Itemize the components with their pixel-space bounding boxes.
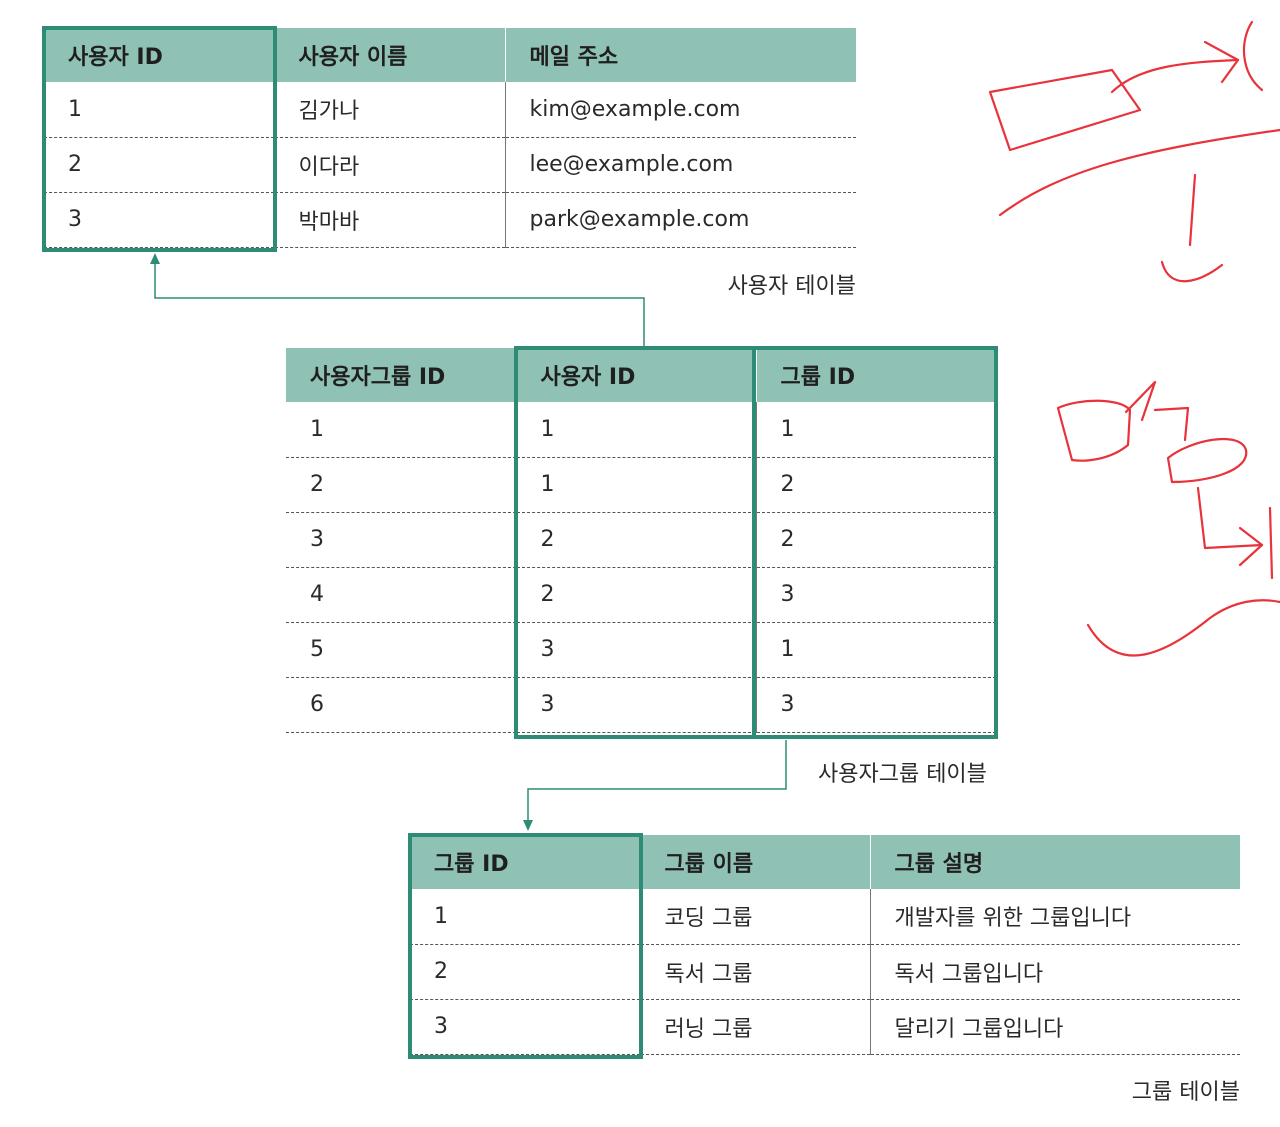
user-groups-cell-user-id: 2 — [515, 512, 756, 568]
user-groups-cell-group-id: 3 — [755, 567, 996, 623]
user-groups-table: 사용자그룹 ID 사용자 ID 그룹 ID 1 1 1 2 1 2 3 2 2 … — [286, 348, 996, 733]
table-row: 3 러닝 그룹 달리기 그룹입니다 — [410, 999, 1240, 1055]
user-groups-cell-id: 3 — [286, 512, 516, 568]
users-col-user-name: 사용자 이름 — [273, 28, 505, 82]
user-groups-col-id: 사용자그룹 ID — [286, 348, 516, 402]
user-groups-cell-id: 1 — [286, 402, 516, 458]
table-row: 2 1 2 — [286, 457, 996, 513]
user-groups-cell-user-id: 1 — [515, 457, 756, 513]
user-groups-col-group-id: 그룹 ID — [755, 348, 996, 402]
users-table-caption: 사용자 테이블 — [727, 274, 856, 299]
user-groups-cell-user-id: 3 — [515, 622, 756, 678]
user-groups-cell-id: 4 — [286, 567, 516, 623]
groups-cell-name: 독서 그룹 — [639, 944, 870, 1000]
user-groups-table-caption: 사용자그룹 테이블 — [818, 762, 987, 787]
arrowhead-down-icon — [523, 820, 533, 831]
groups-col-group-name: 그룹 이름 — [639, 835, 870, 889]
user-groups-cell-id: 2 — [286, 457, 516, 513]
user-groups-cell-group-id: 2 — [755, 512, 996, 568]
user-groups-cell-group-id: 2 — [755, 457, 996, 513]
users-col-user-id: 사용자 ID — [44, 28, 274, 82]
table-row: 2 이다라 lee@example.com — [44, 137, 856, 193]
users-cell-id: 2 — [44, 137, 274, 193]
groups-table-header-row: 그룹 ID 그룹 이름 그룹 설명 — [410, 835, 1240, 889]
table-row: 3 2 2 — [286, 512, 996, 568]
user-groups-cell-id: 6 — [286, 677, 516, 733]
table-row: 4 2 3 — [286, 567, 996, 623]
handwritten-annotation-middle — [1056, 380, 1280, 657]
table-row: 3 박마바 park@example.com — [44, 192, 856, 248]
table-row: 1 1 1 — [286, 402, 996, 458]
users-cell-email: park@example.com — [504, 192, 856, 248]
user-groups-cell-user-id: 2 — [515, 567, 756, 623]
users-cell-name: 김가나 — [273, 82, 505, 138]
handwritten-annotation-top — [988, 20, 1280, 283]
user-groups-cell-user-id: 3 — [515, 677, 756, 733]
table-row: 2 독서 그룹 독서 그룹입니다 — [410, 944, 1240, 1000]
users-col-email: 메일 주소 — [504, 28, 856, 82]
user-groups-cell-group-id: 1 — [755, 622, 996, 678]
groups-cell-name: 러닝 그룹 — [639, 999, 870, 1055]
user-groups-cell-id: 5 — [286, 622, 516, 678]
user-groups-table-header-row: 사용자그룹 ID 사용자 ID 그룹 ID — [286, 348, 996, 402]
users-cell-id: 1 — [44, 82, 274, 138]
groups-table: 그룹 ID 그룹 이름 그룹 설명 1 코딩 그룹 개발자를 위한 그룹입니다 … — [410, 835, 1240, 1055]
users-cell-email: kim@example.com — [504, 82, 856, 138]
groups-cell-desc: 개발자를 위한 그룹입니다 — [869, 889, 1240, 945]
users-table: 사용자 ID 사용자 이름 메일 주소 1 김가나 kim@example.co… — [44, 28, 856, 248]
groups-cell-id: 2 — [410, 944, 640, 1000]
table-row: 1 코딩 그룹 개발자를 위한 그룹입니다 — [410, 889, 1240, 945]
groups-cell-id: 3 — [410, 999, 640, 1055]
users-cell-id: 3 — [44, 192, 274, 248]
groups-cell-desc: 독서 그룹입니다 — [869, 944, 1240, 1000]
groups-cell-desc: 달리기 그룹입니다 — [869, 999, 1240, 1055]
users-cell-email: lee@example.com — [504, 137, 856, 193]
users-cell-name: 이다라 — [273, 137, 505, 193]
connector-group-id-arrow — [527, 740, 787, 822]
groups-col-group-id: 그룹 ID — [410, 835, 640, 889]
users-table-header-row: 사용자 ID 사용자 이름 메일 주소 — [44, 28, 856, 82]
groups-cell-id: 1 — [410, 889, 640, 945]
user-groups-cell-group-id: 3 — [755, 677, 996, 733]
connector-user-id-arrow — [154, 262, 645, 346]
groups-cell-name: 코딩 그룹 — [639, 889, 870, 945]
arrowhead-up-icon — [150, 253, 160, 264]
table-row: 5 3 1 — [286, 622, 996, 678]
users-cell-name: 박마바 — [273, 192, 505, 248]
user-groups-col-user-id: 사용자 ID — [515, 348, 756, 402]
user-groups-cell-user-id: 1 — [515, 402, 756, 458]
groups-col-group-desc: 그룹 설명 — [869, 835, 1240, 889]
user-groups-cell-group-id: 1 — [755, 402, 996, 458]
table-row: 1 김가나 kim@example.com — [44, 82, 856, 138]
table-row: 6 3 3 — [286, 677, 996, 733]
groups-table-caption: 그룹 테이블 — [1131, 1080, 1240, 1105]
